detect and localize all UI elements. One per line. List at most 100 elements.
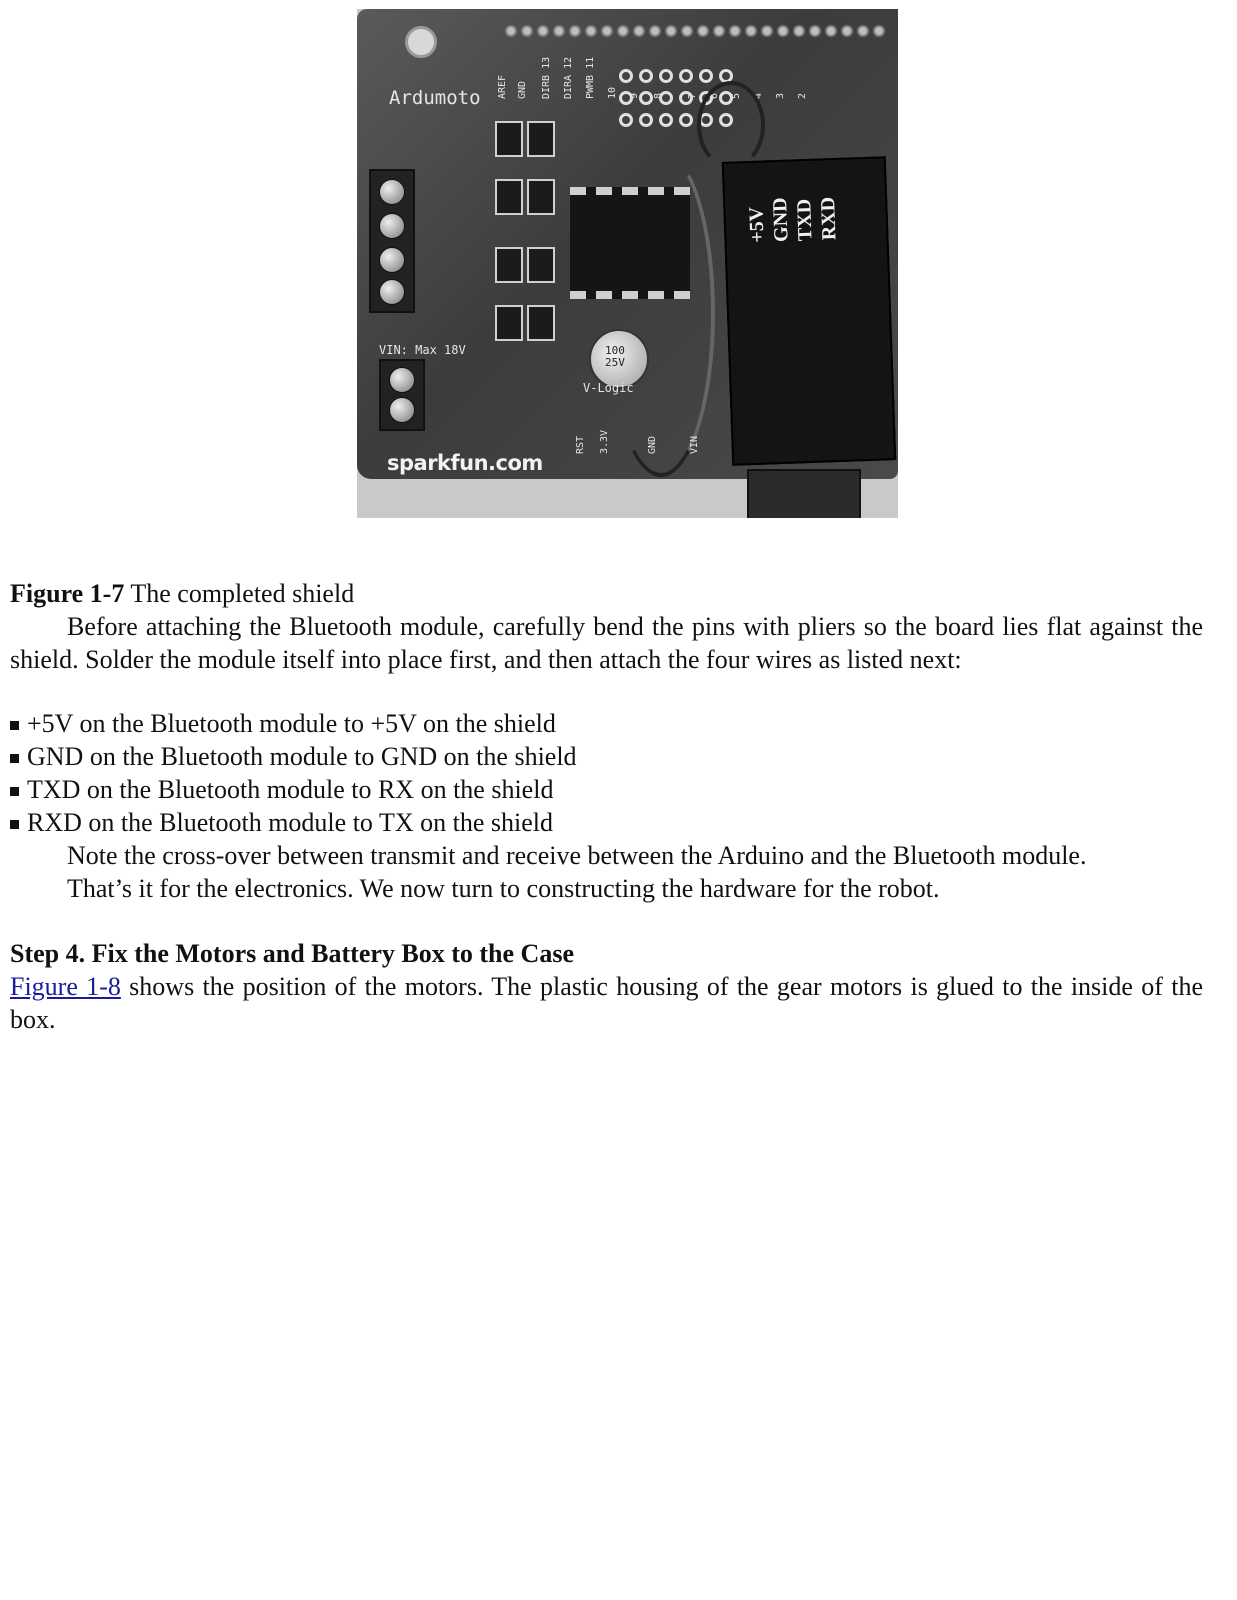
- header-pin: [841, 25, 853, 37]
- header-pin-label: PWMB 11: [585, 56, 596, 99]
- proto-via: [619, 69, 633, 83]
- paragraph-crossover: Note the cross-over between transmit and…: [67, 841, 1087, 870]
- bullet-square-icon: [10, 787, 19, 796]
- module-label: GND: [769, 197, 793, 243]
- header-pin: [825, 25, 837, 37]
- bullet-square-icon: [10, 820, 19, 829]
- figure-link[interactable]: Figure 1-8: [10, 972, 121, 1001]
- header-pin: [633, 25, 645, 37]
- header-pin: [873, 25, 885, 37]
- diode-pad: [527, 179, 555, 215]
- diode-pad: [495, 305, 523, 341]
- motor-terminal-block: [369, 169, 415, 313]
- header-pin-label: DIRA 12: [563, 56, 574, 99]
- terminal-screw: [379, 247, 405, 273]
- proto-via: [659, 91, 673, 105]
- header-pin: [521, 25, 533, 37]
- bottom-pin-label: RST: [575, 435, 586, 454]
- diode-pad: [495, 247, 523, 283]
- proto-via: [659, 69, 673, 83]
- bottom-pin-label: VIN: [689, 435, 700, 454]
- list-item: GND on the Bluetooth module to GND on th…: [10, 740, 577, 773]
- mounting-hole: [405, 26, 437, 58]
- list-item: +5V on the Bluetooth module to +5V on th…: [10, 707, 577, 740]
- module-label: RXD: [817, 196, 841, 241]
- header-pin: [649, 25, 661, 37]
- board-brand: Ardumoto: [389, 87, 481, 109]
- jumper-wire: [607, 149, 715, 477]
- bottom-pin-label: 3.3V: [599, 429, 610, 454]
- bluetooth-antenna: [747, 469, 861, 518]
- list-item-text: GND on the Bluetooth module to GND on th…: [27, 742, 577, 771]
- header-pin: [761, 25, 773, 37]
- vin-label: VIN: Max 18V: [379, 343, 466, 357]
- proto-via: [619, 113, 633, 127]
- diode-pad: [527, 121, 555, 157]
- terminal-screw: [379, 279, 405, 305]
- header-pin: [809, 25, 821, 37]
- diode-pad: [495, 121, 523, 157]
- module-label: +5V: [745, 206, 769, 244]
- list-item: TXD on the Bluetooth module to RX on the…: [10, 773, 577, 806]
- caption-number: Figure 1-7: [10, 579, 125, 608]
- terminal-screw: [389, 397, 415, 423]
- proto-via: [639, 91, 653, 105]
- proto-via: [659, 113, 673, 127]
- paragraph-electronics-done: That’s it for the electronics. We now tu…: [67, 874, 940, 903]
- proto-via: [699, 69, 713, 83]
- step-body: Figure 1-8 shows the position of the mot…: [10, 970, 1203, 1036]
- figure-caption: Figure 1-7 The completed shield: [10, 577, 354, 610]
- header-pin: [857, 25, 869, 37]
- proto-via: [639, 69, 653, 83]
- header-pin-label: 2: [797, 92, 808, 99]
- header-pin: [681, 25, 693, 37]
- proto-via: [679, 91, 693, 105]
- list-item-text: +5V on the Bluetooth module to +5V on th…: [27, 709, 556, 738]
- header-pin: [777, 25, 789, 37]
- diode-pad: [495, 179, 523, 215]
- list-item-text: RXD on the Bluetooth module to TX on the…: [27, 808, 553, 837]
- terminal-screw: [389, 367, 415, 393]
- step-heading: Step 4. Fix the Motors and Battery Box t…: [10, 939, 574, 968]
- header-pin: [665, 25, 677, 37]
- proto-via: [639, 113, 653, 127]
- step-body-text: shows the position of the motors. The pl…: [10, 972, 1203, 1034]
- bullet-square-icon: [10, 721, 19, 730]
- header-pin: [569, 25, 581, 37]
- proto-via: [679, 113, 693, 127]
- header-pin: [729, 25, 741, 37]
- power-terminal-block: [379, 359, 425, 431]
- bottom-pin-label: GND: [647, 435, 658, 454]
- paragraph-intro: Before attaching the Bluetooth module, c…: [10, 612, 1203, 674]
- bluetooth-module: +5V GND TXD RXD: [721, 156, 897, 466]
- header-pin-label: 3: [775, 92, 786, 99]
- diode-pad: [527, 305, 555, 341]
- module-label: TXD: [793, 198, 817, 242]
- header-pin: [585, 25, 597, 37]
- diode-pad: [527, 247, 555, 283]
- list-item-text: TXD on the Bluetooth module to RX on the…: [27, 775, 554, 804]
- header-pin-label: 10: [607, 86, 618, 99]
- terminal-screw: [379, 213, 405, 239]
- list-item: RXD on the Bluetooth module to TX on the…: [10, 806, 577, 839]
- proto-via: [619, 91, 633, 105]
- header-pin: [793, 25, 805, 37]
- wiring-list: +5V on the Bluetooth module to +5V on th…: [10, 707, 577, 839]
- header-pin: [745, 25, 757, 37]
- header-pin: [553, 25, 565, 37]
- header-pin-label: AREF: [497, 74, 508, 99]
- header-pin-label: GND: [517, 80, 528, 99]
- caption-text: The completed shield: [124, 579, 355, 608]
- header-pin: [713, 25, 725, 37]
- header-pin: [617, 25, 629, 37]
- header-pin: [601, 25, 613, 37]
- header-pin: [505, 25, 517, 37]
- jumper-wire: [697, 81, 765, 169]
- terminal-screw: [379, 179, 405, 205]
- bullet-square-icon: [10, 754, 19, 763]
- proto-via: [679, 69, 693, 83]
- header-pin: [697, 25, 709, 37]
- sparkfun-logo: sparkfun.com: [387, 451, 543, 475]
